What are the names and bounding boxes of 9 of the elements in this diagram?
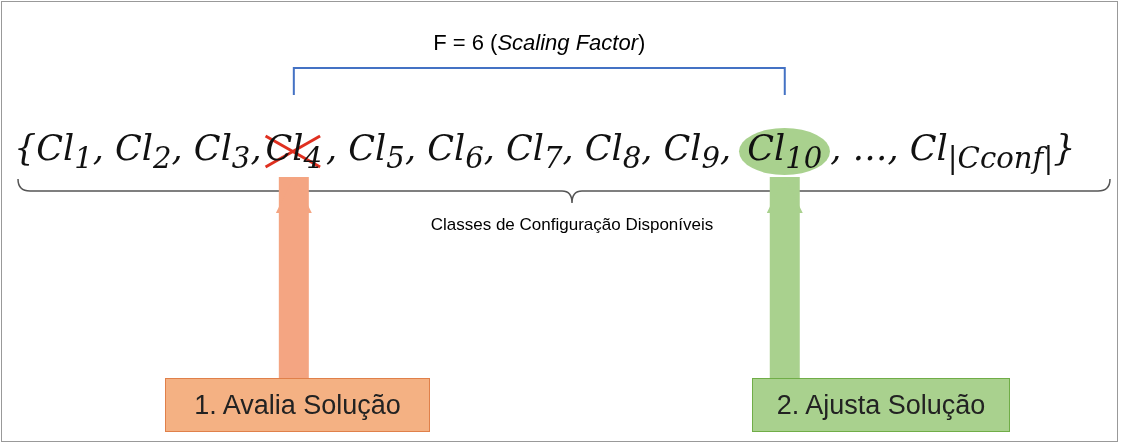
block-arrow <box>766 177 803 378</box>
process-box: 2. Ajusta Solução <box>752 378 1010 432</box>
bracket-label: F = 6 (Scaling Factor) <box>433 30 646 56</box>
highlighted-term: Cl$_{10}$ <box>739 128 831 175</box>
set-expression: {Cl$_{1}$, Cl$_{2}$, Cl$_{3}$, <box>14 128 262 175</box>
set-expression: , Cl$_{5}$, Cl$_{6}$, Cl$_{7}$, Cl$_{8}$, Cl$_{9}$, <box>326 128 732 175</box>
process-box: 1. Avalia Solução <box>165 378 430 432</box>
block-arrow <box>275 177 312 378</box>
brace-label: Classes de Configuração Disponíveis <box>430 215 714 235</box>
